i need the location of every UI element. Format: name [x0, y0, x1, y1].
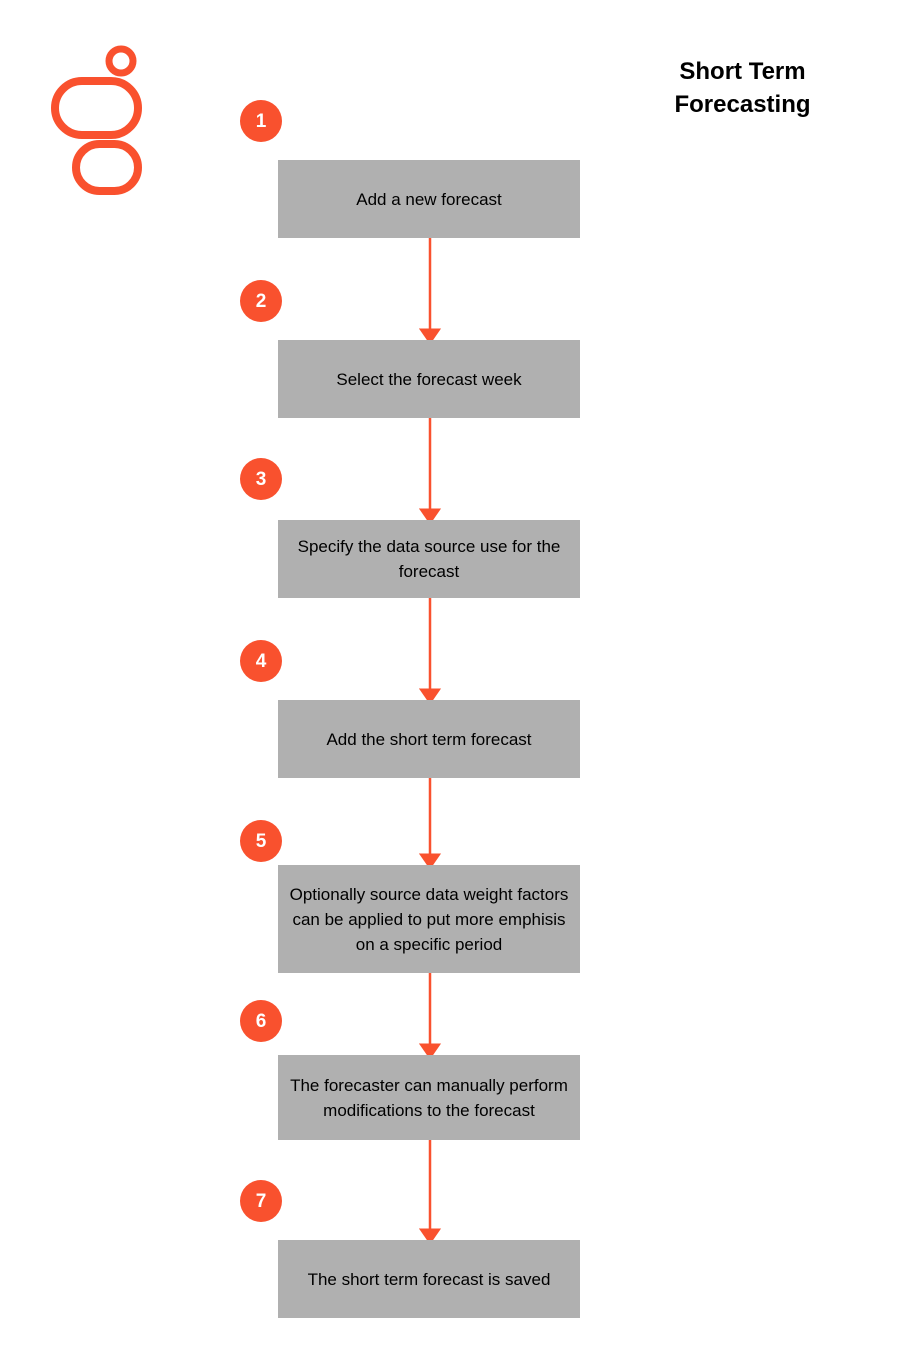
- step-box-3[interactable]: Specify the data source use for the fore…: [278, 520, 580, 598]
- step-badge-5[interactable]: 5: [240, 820, 282, 862]
- step-badge-1[interactable]: 1: [240, 100, 282, 142]
- step-label-7: The short term forecast is saved: [307, 1269, 551, 1289]
- step-label-4: Add the short term forecast: [326, 729, 532, 749]
- step-box-6[interactable]: The forecaster can manually perform modi…: [278, 1055, 580, 1140]
- step-badge-2[interactable]: 2: [240, 280, 282, 322]
- step-badge-6[interactable]: 6: [240, 1000, 282, 1042]
- step-label-1: Add a new forecast: [356, 189, 502, 209]
- brand-logo: [50, 45, 160, 195]
- step-label-3: Specify the data source use for the fore…: [297, 537, 561, 581]
- step-badge-3[interactable]: 3: [240, 458, 282, 500]
- logo-small-circle-shape: [105, 45, 137, 77]
- step-box-4[interactable]: Add the short term forecast: [278, 700, 580, 778]
- step-label-2: Select the forecast week: [336, 369, 522, 389]
- step-label-6: The forecaster can manually perform modi…: [290, 1075, 568, 1120]
- step-box-2[interactable]: Select the forecast week: [278, 340, 580, 418]
- step-box-7[interactable]: The short term forecast is saved: [278, 1240, 580, 1318]
- brand-logo-svg: [51, 45, 142, 195]
- page-title: Short Term Forecasting: [674, 58, 811, 118]
- logo-wide-rounded-rect-shape: [51, 77, 142, 139]
- step-box-5[interactable]: Optionally source data weight factors ca…: [278, 865, 580, 973]
- step-badge-4[interactable]: 4: [240, 640, 282, 682]
- step-badge-7[interactable]: 7: [240, 1180, 282, 1222]
- logo-small-rounded-rect-shape: [72, 140, 142, 195]
- step-label-5: Optionally source data weight factors ca…: [289, 884, 569, 954]
- step-box-1[interactable]: Add a new forecast: [278, 160, 580, 238]
